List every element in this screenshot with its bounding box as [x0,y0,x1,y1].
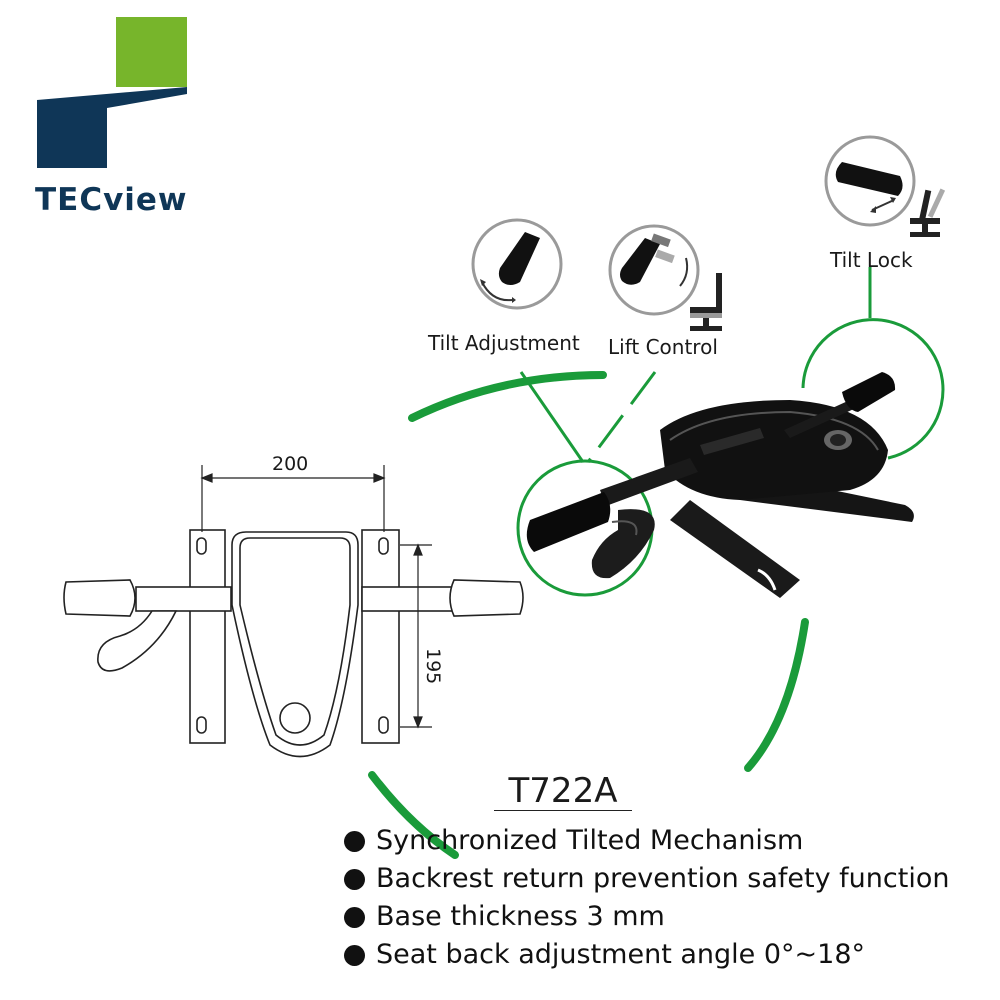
callout-tilt-adjustment: Tilt Adjustment [428,331,580,355]
arc-lower-left [368,771,459,859]
dimension-height-label: 195 [422,648,444,685]
left-handle [63,579,136,617]
center-housing [231,531,359,758]
feature-text: Synchronized Tilted Mechanism [376,825,804,856]
logo-navy-shape [37,87,187,168]
feature-text: Seat back adjustment angle 0°~18° [376,939,866,970]
logo-green-square [116,17,187,87]
feature-list: Synchronized Tilted Mechanism Backrest r… [344,822,949,974]
bullet-icon [344,906,365,928]
green-arcs [368,371,809,859]
right-handle [449,579,524,617]
chair-lift-symbol [690,273,722,331]
arc-upper-left [408,371,607,422]
right-bracket [361,529,400,744]
mechanism-product-render [526,372,914,598]
chair-tilt-symbol [910,188,946,237]
mechanism-line-drawing [63,529,524,758]
feature-item: Backrest return prevention safety functi… [344,860,949,898]
arc-lower-right [744,618,809,772]
feature-item: Synchronized Tilted Mechanism [344,822,949,860]
left-bracket [189,529,226,744]
callout-tilt-lock: Tilt Lock [830,248,913,272]
tecview-logo [37,17,187,168]
lift-control-icon [608,224,700,316]
bullet-icon [344,944,365,966]
lift-paddle [97,610,178,672]
model-number: T722A [494,772,632,811]
bullet-icon [344,830,365,852]
brand-name: TECview [35,182,188,218]
right-rod [361,586,455,612]
dimension-width-label: 200 [272,453,309,475]
tilt-adjustment-icon [471,218,563,310]
bullet-icon [344,868,365,890]
leader-lines [519,267,872,463]
feature-item: Seat back adjustment angle 0°~18° [344,936,949,974]
detail-circle-right [801,318,945,460]
housing-hole [279,702,311,734]
feature-text: Backrest return prevention safety functi… [376,863,950,894]
dimension-lines [200,465,432,729]
callout-lift-control: Lift Control [608,335,718,359]
left-rod [135,586,232,612]
tilt-lock-icon [824,135,916,227]
feature-item: Base thickness 3 mm [344,898,949,936]
feature-text: Base thickness 3 mm [376,901,665,932]
